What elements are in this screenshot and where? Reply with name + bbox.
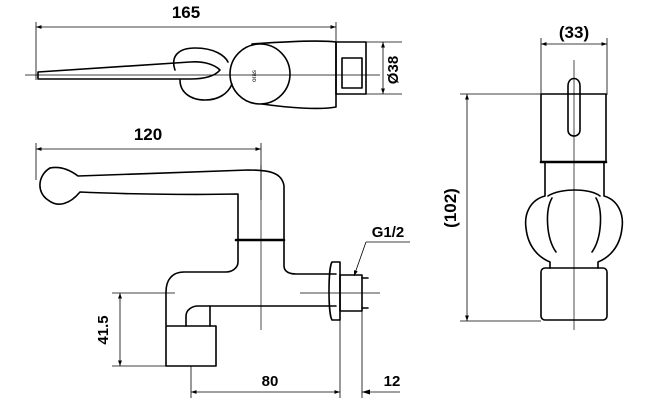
top-view: 165 oras Ø38 bbox=[25, 3, 402, 110]
body-disc bbox=[229, 43, 291, 105]
side-body bbox=[524, 161, 624, 269]
dimension-label-d38: Ø38 bbox=[385, 56, 402, 84]
dimension-label-33: (33) bbox=[559, 23, 589, 42]
nozzle bbox=[165, 325, 217, 367]
side-nozzle bbox=[540, 267, 608, 321]
body-left-outline bbox=[39, 167, 239, 326]
dimension-label-12: 12 bbox=[384, 373, 401, 390]
dimension-arrow-12 bbox=[362, 389, 370, 395]
outlet-thread bbox=[341, 57, 363, 89]
side-view: (33) (102) bbox=[441, 23, 624, 330]
thread-label: G1/2 bbox=[372, 224, 405, 241]
lever-ring-upper bbox=[173, 47, 229, 71]
dimension-label-102: (102) bbox=[441, 188, 460, 228]
side-body-top-curve bbox=[547, 189, 601, 197]
thread-leader bbox=[353, 241, 367, 277]
dimension-label-80: 80 bbox=[262, 373, 279, 390]
side-lever-slot bbox=[567, 77, 581, 137]
dimension-label-41-5: 41.5 bbox=[95, 315, 112, 344]
side-lever bbox=[540, 93, 607, 163]
spout-inner bbox=[185, 305, 337, 327]
front-view: 120 G1/2 41.5 80 1 bbox=[35, 125, 410, 398]
body-right-outline bbox=[49, 166, 337, 275]
side-flange bbox=[546, 197, 602, 253]
lever-handle bbox=[37, 61, 221, 80]
dimension-label-165: 165 bbox=[172, 3, 200, 22]
brand-logo: oras bbox=[252, 70, 258, 82]
wall-flange bbox=[328, 261, 341, 321]
lever-ring-lower bbox=[179, 79, 233, 101]
dimension-label-120: 120 bbox=[134, 125, 162, 144]
